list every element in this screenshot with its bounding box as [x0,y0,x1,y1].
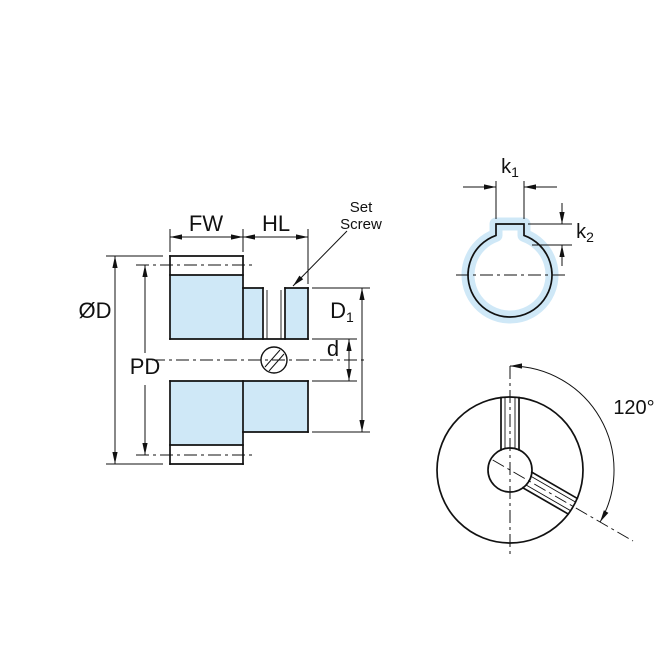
key-width-dimension: k1 [463,156,557,219]
pitch-diameter-label: PD [130,354,161,379]
set-screw-hole-angled [521,471,579,516]
side-view: ØD PD FW HL Set Screw [79,199,382,465]
angled-axis [492,459,634,542]
key-height-dimension: k2 [528,203,594,266]
face-width-label: FW [189,211,223,236]
pitch-diameter-dimension: PD [130,265,161,455]
set-screw-hole [260,287,288,374]
gear-outline [169,255,244,465]
set-screw-label-line1: Set [350,199,373,216]
hub-diameter-label: D1 [330,298,354,325]
set-screw-hole-cutout [263,288,285,339]
gear-section-fill-top [170,275,308,339]
key-width-label: k1 [501,156,519,180]
key-height-label: k2 [576,221,594,245]
hub-outline [242,287,309,433]
angle-dimension: 120° [509,363,655,523]
outer-diameter-dimension: ØD [79,255,163,465]
outer-diameter-label: ØD [79,298,112,323]
hub-diameter-dimension: D1 [312,287,370,433]
set-screw-hole-top [500,396,520,451]
hub-length-label: HL [262,211,290,236]
keyway-detail-view: k1 k2 [456,156,594,324]
fw-hl-dimensions: FW HL [169,211,309,284]
front-view: 120° [436,363,655,554]
gear-section-fill-bottom [170,381,308,445]
bore-diameter-dimension: d [312,336,357,382]
set-screw-callout: Set Screw [292,199,382,287]
angle-label: 120° [613,397,654,419]
set-screw-label-line2: Screw [340,216,382,233]
keyway-highlight [461,217,559,324]
shaft-with-key-outline [467,223,553,318]
bore-diameter-label: d [327,336,339,361]
